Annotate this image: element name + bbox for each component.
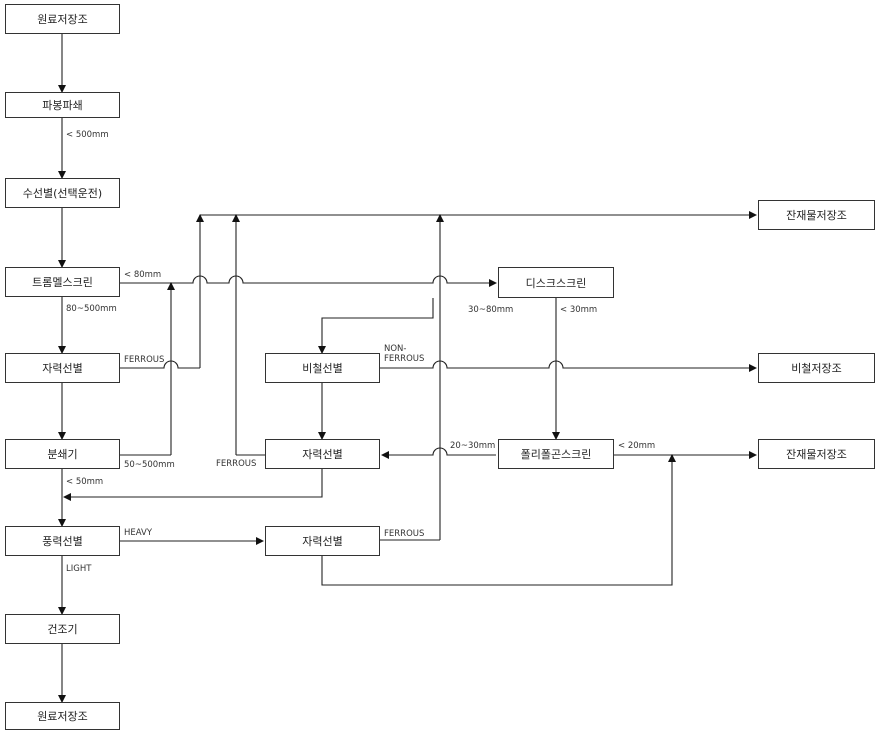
label-ferrous-3: FERROUS [384, 529, 425, 539]
edge-mag2-to-gravity [63, 469, 323, 501]
edge-poly-to-mag2 [381, 447, 496, 459]
label-30-80mm: 30~80mm [468, 305, 514, 315]
node-label: 수선별(선택운전) [22, 187, 103, 200]
label-20-30mm: 20~30mm [450, 441, 496, 451]
label-lt-80mm: < 80mm [124, 270, 162, 280]
node-label: 자력선별 [302, 535, 343, 548]
label-lt-50mm: < 50mm [66, 477, 104, 487]
node-label: 비철저장조 [791, 362, 842, 375]
node-label: 폴리폴곤스크린 [520, 448, 592, 461]
node-label: 자력선별 [42, 362, 83, 375]
label-80-500mm: 80~500mm [66, 304, 117, 314]
node-label: 트롬멜스크린 [32, 276, 93, 289]
node-fine-storage[interactable]: 잔재물저장조 [758, 439, 875, 469]
node-magnetic-sep-1[interactable]: 자력선별 [5, 353, 120, 383]
node-label: 잔재물저장조 [786, 448, 847, 461]
node-raw-storage-top[interactable]: 원료저장조 [5, 4, 120, 34]
label-lt-500mm: < 500mm [66, 130, 109, 140]
label-50-500mm: 50~500mm [124, 460, 175, 470]
node-disc-screen[interactable]: 디스크스크린 [498, 267, 614, 298]
node-label: 풍력선별 [42, 535, 83, 548]
label-heavy: HEAVY [124, 528, 153, 538]
label-lt-20mm: < 20mm [618, 441, 656, 451]
node-nonmagnetic-sep[interactable]: 비철선별 [265, 353, 380, 383]
label-ferrous-1: FERROUS [124, 355, 165, 365]
node-trommel[interactable]: 트롬멜스크린 [5, 267, 120, 297]
node-shredder[interactable]: 분쇄기 [5, 439, 120, 469]
node-label: 건조기 [47, 623, 78, 636]
edge-trommel-to-disc [120, 275, 497, 287]
node-label: 디스크스크린 [525, 276, 587, 290]
node-poly-screen[interactable]: 폴리폴곤스크린 [498, 439, 614, 469]
node-label: 잔재물저장조 [786, 209, 847, 222]
node-hand-sort[interactable]: 수선별(선택운전) [5, 178, 120, 208]
node-crusher[interactable]: 파봉파쇄 [5, 92, 120, 118]
node-label: 비철선별 [302, 362, 343, 375]
node-nonferrous-storage[interactable]: 비철저장조 [758, 353, 875, 383]
node-label: 분쇄기 [47, 448, 78, 461]
node-dryer[interactable]: 건조기 [5, 614, 120, 644]
label-non-ferrous: NON- FERROUS [384, 344, 425, 364]
node-label: 자력선별 [302, 448, 343, 461]
node-label: 원료저장조 [37, 710, 88, 723]
node-magnetic-sep-3[interactable]: 자력선별 [265, 526, 380, 556]
label-light: LIGHT [66, 564, 92, 574]
node-label: 원료저장조 [37, 13, 88, 26]
node-raw-storage-bottom[interactable]: 원료저장조 [5, 702, 120, 730]
node-magnetic-sep-2[interactable]: 자력선별 [265, 439, 380, 469]
edge-nonmag-to-storage [380, 360, 757, 372]
edge-disc-to-nonmag [318, 298, 434, 354]
label-ferrous-2: FERROUS [216, 459, 257, 469]
node-label: 파봉파쇄 [42, 99, 83, 112]
node-gravity-sep[interactable]: 풍력선별 [5, 526, 120, 556]
node-residue-storage[interactable]: 잔재물저장조 [758, 200, 875, 230]
label-lt-30mm: < 30mm [560, 305, 598, 315]
edge-mag3-to-fine [321, 454, 676, 586]
